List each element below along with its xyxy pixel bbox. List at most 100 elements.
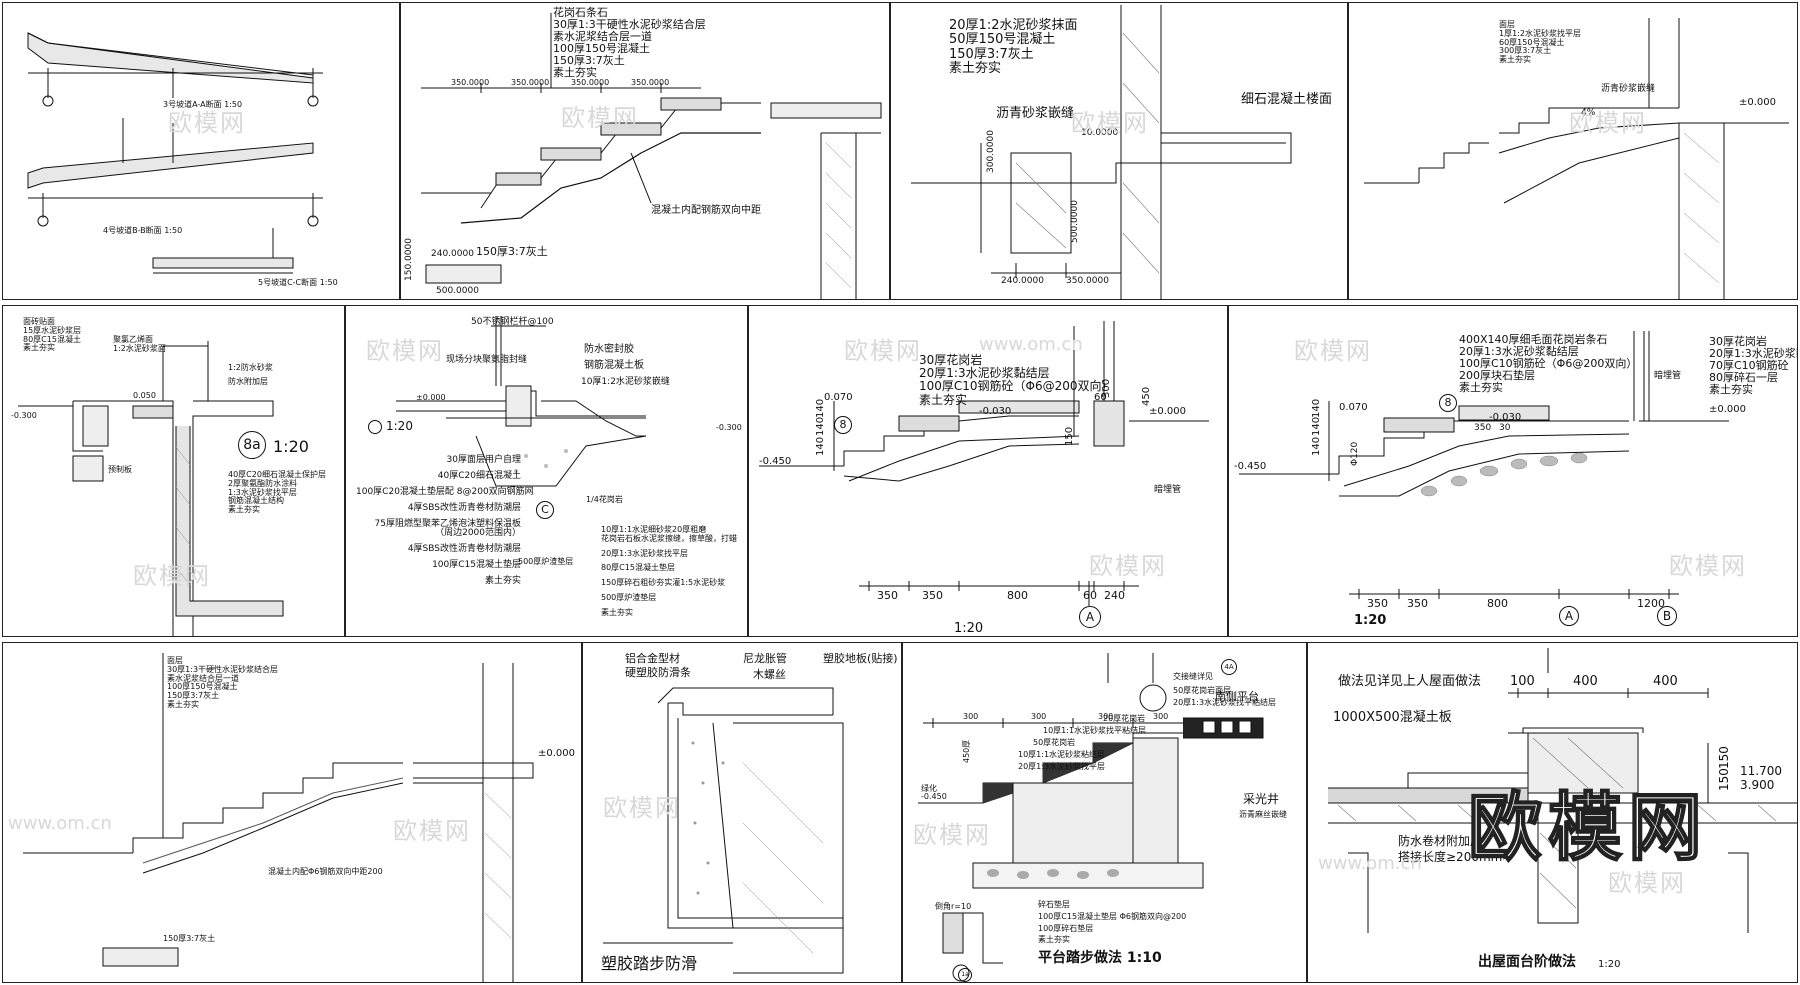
roof-steps-title: 出屋面台阶做法 [1478,954,1576,970]
level-label: -0.450 [921,792,947,801]
level-label: ±0.000 [538,748,576,759]
callout-4a: 4A [1221,659,1237,675]
panel-floor-joint: 20厚1:2水泥砂浆抹面 50厚150号混凝土 150厚3:7灰土 素土夯实 沥… [890,2,1348,300]
dim: 240 [1104,589,1125,602]
axis-b: B [1657,606,1677,626]
joint-label: 沥青砂浆嵌缝 [996,106,1075,121]
site-watermark-logo: 欧模网 [1467,784,1708,872]
right-layers: 30厚花岗岩 20厚1:3水泥砂浆黏结层 70厚C10钢筋砼 80厚碎石一层 素… [1709,335,1797,397]
ramp-sections-drawing [27,32,323,274]
dim: 300 [1031,712,1047,721]
dim: 30 [1499,423,1511,433]
scale-label: 1:20 [386,419,413,433]
aluminum-label: 铝合金型材 [625,652,680,665]
green-label: 绿化 [921,784,937,793]
joint-label: 沥青砂浆嵌缝 [1601,84,1656,94]
height-label: 150 [1064,426,1075,446]
level-label: -0.030 [1489,412,1522,423]
floor-joint-drawing [911,5,1292,299]
pad-label: 500厚炉渣垫层 [518,557,574,566]
step-height: 140 [815,416,826,436]
height-label: 60 [1094,392,1107,403]
floor-label: 塑胶地板(贴接) [823,652,898,665]
axis-a: A [1079,606,1101,628]
note: 10厚1:1水泥砂浆粘结层 [1018,750,1106,759]
rebar-note: 混凝土内配钢筋双向中距 [651,205,761,216]
step-dim: 350.0000 [571,78,610,87]
dim-label: 10.0000 [1081,128,1119,138]
railing-floor-drawing [396,316,647,487]
level-label: 0.050 [133,391,156,400]
axis-a: A [1559,606,1579,626]
note: 50厚花岗岩 [1033,738,1076,747]
panel-railing-floor: 50不锈钢栏杆@100 防水密封胶 现场分块聚氨脂封缝 钢筋混凝土板 10厚1:… [345,305,748,637]
note: 20厚1:3水泥砂浆找平粘结层 [1173,698,1277,707]
ramp-section-5-label: 5号坡道C-C断面 1:50 [258,278,338,287]
roof-note: 做法见详见上人屋面做法 [1338,674,1482,689]
south-platform: 南侧平台 [1215,690,1259,703]
drain-label: 暗埋管 [1154,485,1182,495]
waterproof-label: 防水卷材附加层 [1398,834,1483,848]
note: 20厚花岗岩 [1103,714,1146,723]
dim: 300 [1098,712,1114,721]
antislip-label: 硬塑胶防滑条 [625,666,691,679]
step-height: 140 [815,436,826,456]
level-label: -0.030 [979,406,1012,417]
entrance-steps-drawing [1364,18,1789,299]
wall-label: 沥青麻丝嵌缝 [1239,810,1287,819]
drain-label: 暗埋管 [1654,371,1682,381]
plastic-step-drawing [603,687,844,974]
lime-label: 150厚3:7灰土 [476,245,548,258]
stair-section-drawing [23,653,534,982]
level-label: -0.300 [716,423,742,432]
panel-granite-steps: 花岗石条石 30厚1:3干硬性水泥砂浆结合层 素水泥浆结合层一道 100厚150… [400,2,890,300]
height-label: 150 [1717,746,1731,769]
note: 现场分块聚氨脂封缝 [446,355,528,365]
pipe-label: Φ120 [1350,441,1360,466]
dim: 350 [1474,423,1492,433]
step-height: 140 [1311,398,1322,418]
wall-top-notes: 聚氯乙烯面 1:2水泥砂浆面 [113,335,166,353]
detail-callout-8: 8 [834,416,852,434]
dim: 350 [1367,597,1388,610]
step-layers: 30厚花岗岩 20厚1:3水泥砂浆黏结层 100厚C10钢筋砼（Φ6@200双向… [919,353,1114,407]
note: 钢筋混凝土板 [584,360,644,371]
panel-stair-section: 面层 30厚1:3干硬性水泥砂浆结合层 素水泥浆结合层一道 100厚150号混凝… [2,642,582,983]
step-dim: 350.0000 [511,78,550,87]
dim: 1200 [1637,597,1665,610]
scale-label: 1:20 [1598,959,1621,970]
panel-stone-steps-a: 30厚花岗岩 20厚1:3水泥砂浆黏结层 100厚C10钢筋砼（Φ6@200双向… [748,305,1228,637]
panel-plastic-step: 铝合金型材 硬塑胶防滑条 尼龙胀管 木螺丝 塑胶地板(贴接) 塑胶踏步防滑 欧模… [582,642,902,983]
note: 1:2防水砂浆 [228,363,273,372]
note: 防水附加层 [228,377,268,386]
left-layer-notes: 面砖贴面 15厚水泥砂浆层 80厚C15混凝土 素土夯实 [23,317,82,353]
dim-240: 240.0000 [431,249,474,259]
level-label: 0.070 [1339,402,1368,413]
ramp-section-4-label: 4号坡道B-B断面 1:50 [103,226,183,235]
lap-label: 搭接长度≥200mm [1398,850,1503,864]
level-label: ±0.000 [416,393,446,402]
dim: 350 [1407,597,1428,610]
level-label: 0.070 [824,392,853,403]
scale-label: 1:20 [954,621,984,636]
scale-label: 1:20 [273,437,309,456]
rebar-note: 混凝土内配Φ6钢筋双向中距200 [268,867,383,876]
level-label: -0.450 [759,456,792,467]
note: 10厚1:2水泥砂浆嵌缝 [581,377,670,387]
granite-steps-drawing [421,13,882,299]
stair-layers: 面层 30厚1:3干硬性水泥砂浆结合层 素水泥浆结合层一道 100厚150号混凝… [167,656,279,709]
dim: 100 [1510,674,1535,689]
floor-layers: 30厚面层用户自理 40厚C20细石混凝土 100厚C20混凝土垫层配 8@20… [356,455,534,587]
screw-label: 木螺丝 [753,668,786,681]
detail-callout-8: 8 [1439,394,1457,412]
detail-callout [368,420,382,434]
right-layers: 10厚1:1水泥细砂浆20厚粗磨 花岗岩石板水泥浆擦缝，擦草酸，打蜡 20厚1:… [601,525,737,617]
note: 20厚1:3水泥砂浆找平层 [1018,762,1106,771]
bottom-layers: 碎石垫层 100厚C15混凝土垫层 Φ6钢筋双向@200 100厚碎石垫层 素土… [1038,900,1187,945]
panel-basement-wall: 8a 1:20 -0.300 0.050 面砖贴面 15厚水泥砂浆层 80厚C1… [2,305,345,637]
granite-note: 1/4花岗岩 [586,495,623,504]
step-dim: 350.0000 [451,78,490,87]
level-label: ±0.000 [1709,404,1747,415]
dim-label: 500.0000 [1070,200,1080,243]
dim: 300 [1153,712,1169,721]
